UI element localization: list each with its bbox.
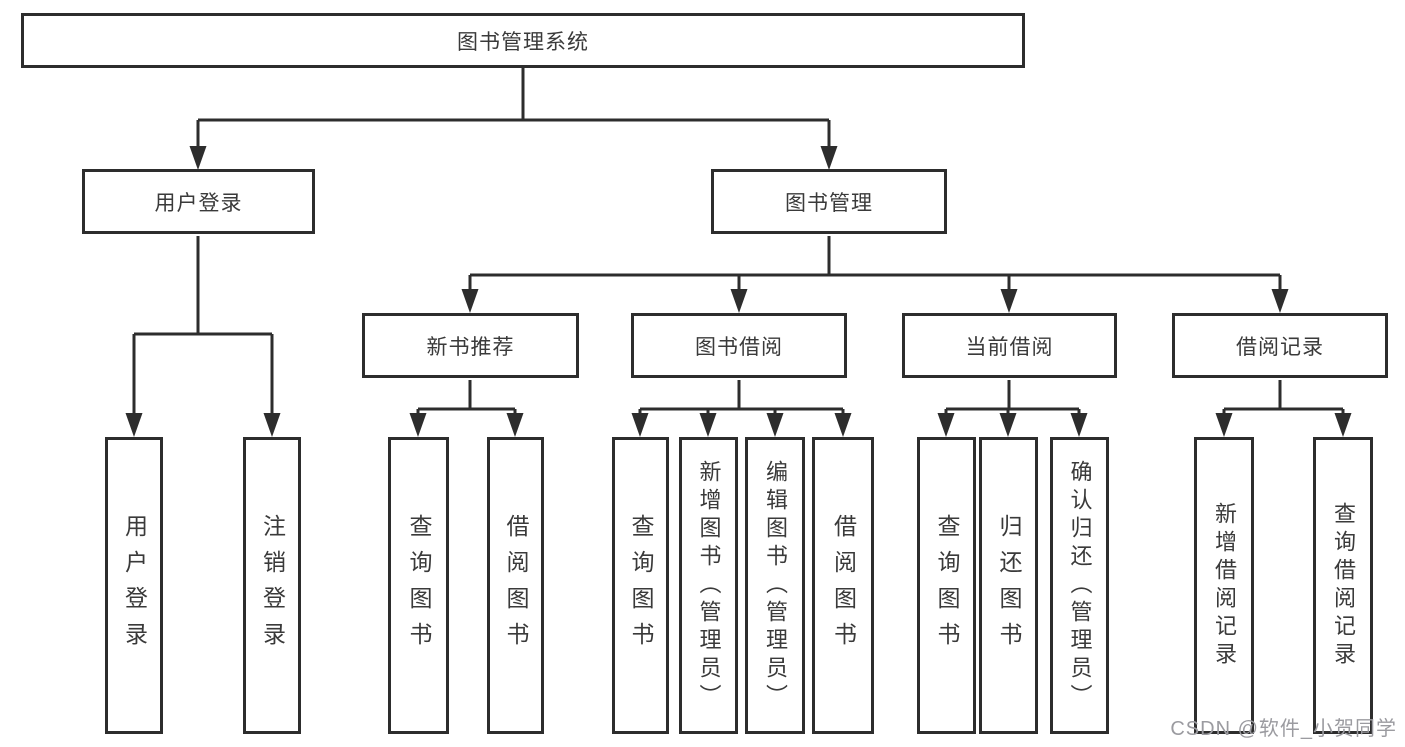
node-borrowing-records: 借阅记录 (1172, 313, 1388, 378)
node-user-login: 用户登录 (82, 169, 315, 234)
leaf-confirm-return-admin: 确认归还（管理员） (1050, 437, 1109, 734)
node-label: 查询借阅记录 (1331, 501, 1356, 670)
node-label: 用户登录 (154, 191, 243, 215)
node-label: 用户登录 (121, 513, 148, 658)
node-label: 图书管理系统 (457, 30, 589, 54)
leaf-logout-login: 注销登录 (243, 437, 301, 734)
node-label: 借阅图书 (830, 513, 857, 658)
node-label: 查询图书 (406, 513, 432, 658)
node-label: 确认归还（管理员） (1067, 459, 1093, 712)
leaf-user-login: 用户登录 (105, 437, 163, 734)
node-label: 图书借阅 (695, 335, 783, 359)
arrowheads (125, 146, 1352, 437)
node-label: 图书管理 (785, 191, 873, 215)
node-label: 编辑图书（管理员） (763, 459, 788, 712)
node-label: 新增图书（管理员） (696, 459, 722, 712)
leaf-query-books-current: 查询图书 (917, 437, 976, 734)
node-label: 归还图书 (996, 513, 1022, 658)
node-label: 借阅图书 (503, 513, 529, 658)
node-library-management-system: 图书管理系统 (21, 13, 1025, 68)
leaf-query-books-borrow: 查询图书 (612, 437, 669, 734)
node-label: 查询图书 (934, 513, 960, 658)
leaf-query-books-recommend: 查询图书 (388, 437, 449, 734)
node-label: 查询图书 (628, 513, 654, 658)
node-label: 借阅记录 (1236, 335, 1324, 359)
node-current-borrowing: 当前借阅 (902, 313, 1117, 378)
csdn-watermark: CSDN @软件_小贺同学 (1170, 718, 1397, 740)
leaf-add-borrow-record: 新增借阅记录 (1194, 437, 1254, 734)
node-label: 注销登录 (259, 513, 286, 658)
node-label: 新书推荐 (426, 335, 515, 359)
leaf-borrow-books: 借阅图书 (812, 437, 874, 734)
leaf-borrow-books-recommend: 借阅图书 (487, 437, 544, 734)
leaf-return-books: 归还图书 (979, 437, 1038, 734)
node-book-borrowing: 图书借阅 (631, 313, 847, 378)
node-book-management: 图书管理 (711, 169, 947, 234)
node-new-book-recommendation: 新书推荐 (362, 313, 579, 378)
node-label: 当前借阅 (965, 335, 1054, 359)
leaf-query-borrow-record: 查询借阅记录 (1313, 437, 1373, 734)
leaf-edit-books-admin: 编辑图书（管理员） (745, 437, 805, 734)
leaf-add-books-admin: 新增图书（管理员） (679, 437, 738, 734)
node-label: 新增借阅记录 (1212, 501, 1237, 670)
